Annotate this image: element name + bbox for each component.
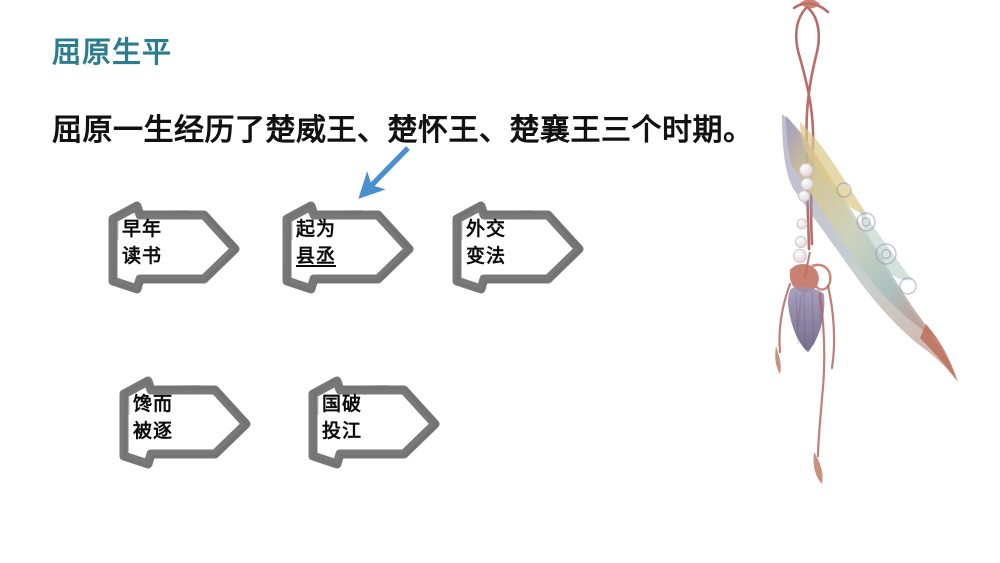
stage-label-line2: 被逐 <box>133 420 174 442</box>
brush-pentagon-icon <box>119 376 251 469</box>
stage-label: 外交 变法 <box>466 217 544 271</box>
stage-label-line1: 起为 <box>296 219 337 240</box>
stage-label: 早年 读书 <box>122 217 200 271</box>
brush-pentagon-icon <box>282 201 414 294</box>
chinese-jade-pendant-tassel-image <box>775 0 958 484</box>
brush-pentagon-icon <box>452 201 584 294</box>
stage-label: 起为 县丞 <box>296 217 374 271</box>
stage-label: 馋而 被逐 <box>133 392 211 446</box>
stage-label: 国破 投江 <box>322 392 400 446</box>
stage-chevron-state-fell-drowned[interactable]: 国破 投江 <box>304 368 454 478</box>
stage-chevron-diplomacy-reform[interactable]: 外交 变法 <box>448 193 598 303</box>
stage-label-line2: 投江 <box>322 420 363 442</box>
stage-chevron-county-clerk[interactable]: 起为 县丞 <box>278 193 428 303</box>
body-paragraph: 屈原一生经历了楚威王、楚怀王、楚襄王三个时期。 <box>52 114 754 147</box>
brush-pentagon-icon <box>308 376 440 469</box>
brush-pentagon-icon <box>108 201 240 294</box>
stage-label-line1: 馋而 <box>133 394 174 415</box>
stage-chevron-slandered-exiled[interactable]: 馋而 被逐 <box>115 368 265 478</box>
stage-label-line2: 变法 <box>466 245 507 267</box>
stage-label-line1: 外交 <box>466 219 507 240</box>
stage-chevron-early-study[interactable]: 早年 读书 <box>104 193 254 303</box>
stage-label-line1: 国破 <box>322 394 363 415</box>
stage-label-line2: 县丞 <box>296 245 337 267</box>
stage-label-line2: 读书 <box>122 245 163 267</box>
stage-label-line1: 早年 <box>122 219 163 240</box>
page-title: 屈原生平 <box>52 37 173 69</box>
